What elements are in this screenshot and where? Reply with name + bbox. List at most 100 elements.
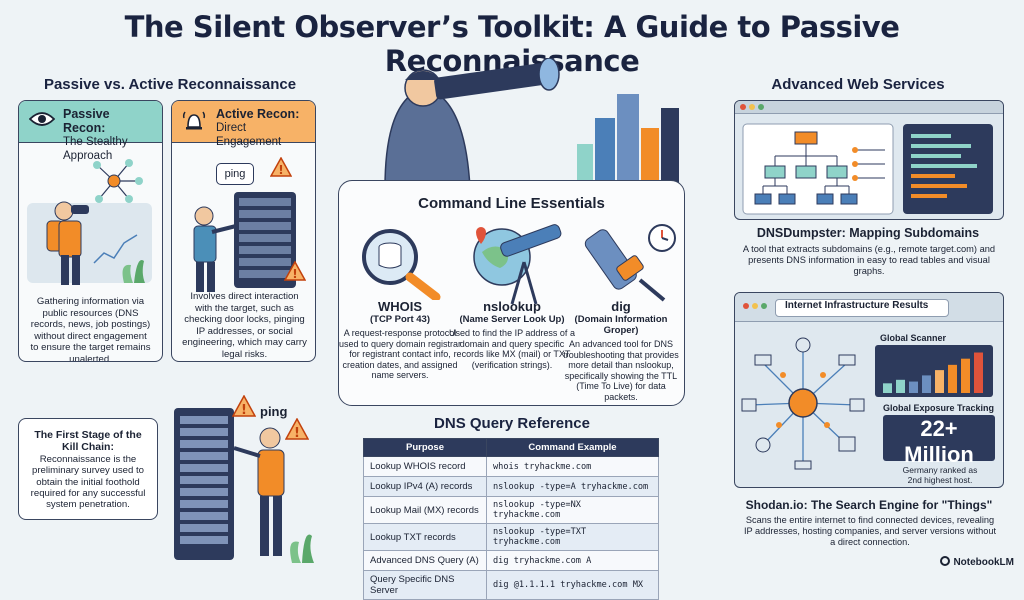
scanner-bar xyxy=(961,358,970,393)
nslookup-sub: (Name Server Look Up) xyxy=(459,314,565,325)
table-header-row: Purpose Command Example xyxy=(363,438,659,457)
ping-label: ping xyxy=(224,168,246,180)
purpose-cell: Lookup WHOIS record xyxy=(363,456,487,477)
dnsdumpster-body: A tool that extracts subdomains (e.g., r… xyxy=(742,244,996,276)
observer-binoculars-illustration xyxy=(27,159,152,285)
ping-label-kill-chain: ping xyxy=(260,404,288,419)
command-cell: dig @1.1.1.1 tryhackme.com MX xyxy=(486,570,659,600)
kill-chain-body: Reconnaissance is the preliminary survey… xyxy=(30,454,146,511)
svg-text:!: ! xyxy=(278,163,283,177)
whois-sub: (TCP Port 43) xyxy=(369,314,430,325)
exposure-caption: Apachs servent worldwide identified by S… xyxy=(898,468,980,487)
passive-recon-card: Passive Recon: The Stealthy Approach Gat… xyxy=(18,100,163,362)
dig-column: dig (Domain Information Groper) An advan… xyxy=(559,300,683,402)
shodan-body: Scans the entire internet to find connec… xyxy=(743,515,997,547)
server-tower-illustration xyxy=(174,408,314,563)
exposure-big-number: 22+ Million xyxy=(904,416,974,467)
browser-titlebar xyxy=(735,101,1003,114)
column-header-purpose: Purpose xyxy=(363,438,487,457)
purpose-cell: Lookup TXT records xyxy=(363,523,487,551)
command-cell: dig tryhackme.com A xyxy=(486,550,659,571)
subdomain-tree-graph xyxy=(742,123,993,215)
whois-desc: A request-response protocol used to quer… xyxy=(338,328,462,380)
dnsdumpster-window xyxy=(734,100,1004,220)
kill-chain-title: The First Stage of the Kill Chain: xyxy=(34,429,142,453)
whois-column: WHOIS (TCP Port 43) A request-response p… xyxy=(335,300,465,381)
dig-tool-clock-icon xyxy=(584,224,676,302)
shodan-title: Shodan.io: The Search Engine for "Things… xyxy=(745,498,993,512)
alarm-bell-icon xyxy=(182,110,206,136)
scanner-bar-chart xyxy=(875,345,993,397)
advanced-web-services-heading: Advanced Web Services xyxy=(771,76,945,93)
page-title: The Silent Observer’s Toolkit: A Guide t… xyxy=(124,10,900,78)
nslookup-desc: Used to find the IP address of a domain … xyxy=(449,328,575,370)
passive-vs-active-heading: Passive vs. Active Reconnaissance xyxy=(43,76,297,93)
active-recon-title: Active Recon: xyxy=(216,107,300,121)
scanner-bar xyxy=(935,370,944,393)
nslookup-column: nslookup (Name Server Look Up) Used to f… xyxy=(447,300,577,370)
exposure-note: Germany ranked as 2nd highest host. xyxy=(902,465,978,485)
column-header-command: Command Example xyxy=(486,438,659,457)
active-recon-header: Active Recon: Direct Engagement xyxy=(172,101,315,148)
purpose-cell: Advanced DNS Query (A) xyxy=(363,550,487,571)
exposure-count-box: 22+ Million Apachs servent worldwide ide… xyxy=(883,415,995,487)
dns-query-table: Purpose Command Example Lookup WHOIS rec… xyxy=(363,438,659,600)
scanner-bar xyxy=(883,383,892,393)
telescope-observer-illustration xyxy=(384,58,679,188)
browser-titlebar: Internet Infrastructure Results xyxy=(735,293,1003,322)
passive-recon-header: Passive Recon: The Stealthy Approach xyxy=(19,101,162,162)
command-cell: nslookup -type=TXT tryhackme.com xyxy=(486,523,659,551)
passive-recon-title: Passive Recon: xyxy=(63,107,110,135)
command-line-heading: Command Line Essentials xyxy=(418,195,605,212)
eye-icon xyxy=(28,110,56,132)
warning-icon-kill-chain: ! xyxy=(232,395,256,417)
passive-recon-body: Gathering information via public resourc… xyxy=(30,296,151,362)
scanner-bars xyxy=(883,352,983,393)
passive-recon-subtitle: The Stealthy Approach xyxy=(63,136,128,162)
purpose-cell: Lookup Mail (MX) records xyxy=(363,496,487,524)
purpose-cell: Lookup IPv4 (A) records xyxy=(363,476,487,497)
command-cell: nslookup -type=NX tryhackme.com xyxy=(486,496,659,524)
scanner-bar xyxy=(909,381,918,393)
table-row: Advanced DNS Query (A)dig tryhackme.com … xyxy=(363,550,659,571)
nslookup-name: nslookup xyxy=(483,299,541,314)
scanner-bar xyxy=(922,375,931,393)
exposure-tracking-label: Global Exposure Tracking xyxy=(883,403,995,413)
active-recon-subtitle: Direct Engagement xyxy=(216,122,282,148)
active-recon-card: Active Recon: Direct Engagement ping ! !… xyxy=(171,100,316,362)
notebooklm-watermark: NotebookLM xyxy=(940,556,1014,568)
scanner-bar xyxy=(974,352,983,393)
warning-icon-lower: ! xyxy=(284,261,306,281)
iot-device-network-graph xyxy=(741,337,865,470)
ping-bubble: ping xyxy=(216,163,254,185)
command-cell: nslookup -type=A tryhackme.com xyxy=(486,476,659,497)
command-cell: whois tryhackme.com xyxy=(486,456,659,477)
dig-desc: An advanced tool for DNS troubleshooting… xyxy=(563,339,679,402)
purpose-cell: Query Specific DNS Server xyxy=(363,570,487,600)
dns-query-heading: DNS Query Reference xyxy=(434,415,590,432)
command-line-panel: Command Line Essentials xyxy=(338,180,685,406)
active-recon-body: Involves direct interaction with the tar… xyxy=(182,291,307,360)
globe-telescope-icon xyxy=(473,224,562,305)
kill-chain-card: The First Stage of the Kill Chain: Recon… xyxy=(18,418,158,520)
dnsdumpster-title: DNSDumpster: Mapping Subdomains xyxy=(756,226,980,240)
shodan-window-title: Internet Infrastructure Results xyxy=(785,300,929,311)
scanner-bar xyxy=(896,379,905,393)
svg-text:!: ! xyxy=(241,403,247,417)
svg-text:!: ! xyxy=(292,267,297,281)
warning-icon-kill-chain-2: ! xyxy=(285,418,309,440)
whois-name: WHOIS xyxy=(377,299,423,314)
shodan-results-window: Internet Infrastructure Results Global S… xyxy=(734,292,1004,488)
watermark-text: NotebookLM xyxy=(953,557,1014,568)
warning-icon: ! xyxy=(270,157,292,177)
server-rack-illustration xyxy=(193,192,296,292)
notebooklm-logo-icon xyxy=(940,556,951,566)
svg-text:!: ! xyxy=(294,426,300,440)
dig-name: dig xyxy=(611,299,631,314)
scanner-bar xyxy=(948,364,957,393)
